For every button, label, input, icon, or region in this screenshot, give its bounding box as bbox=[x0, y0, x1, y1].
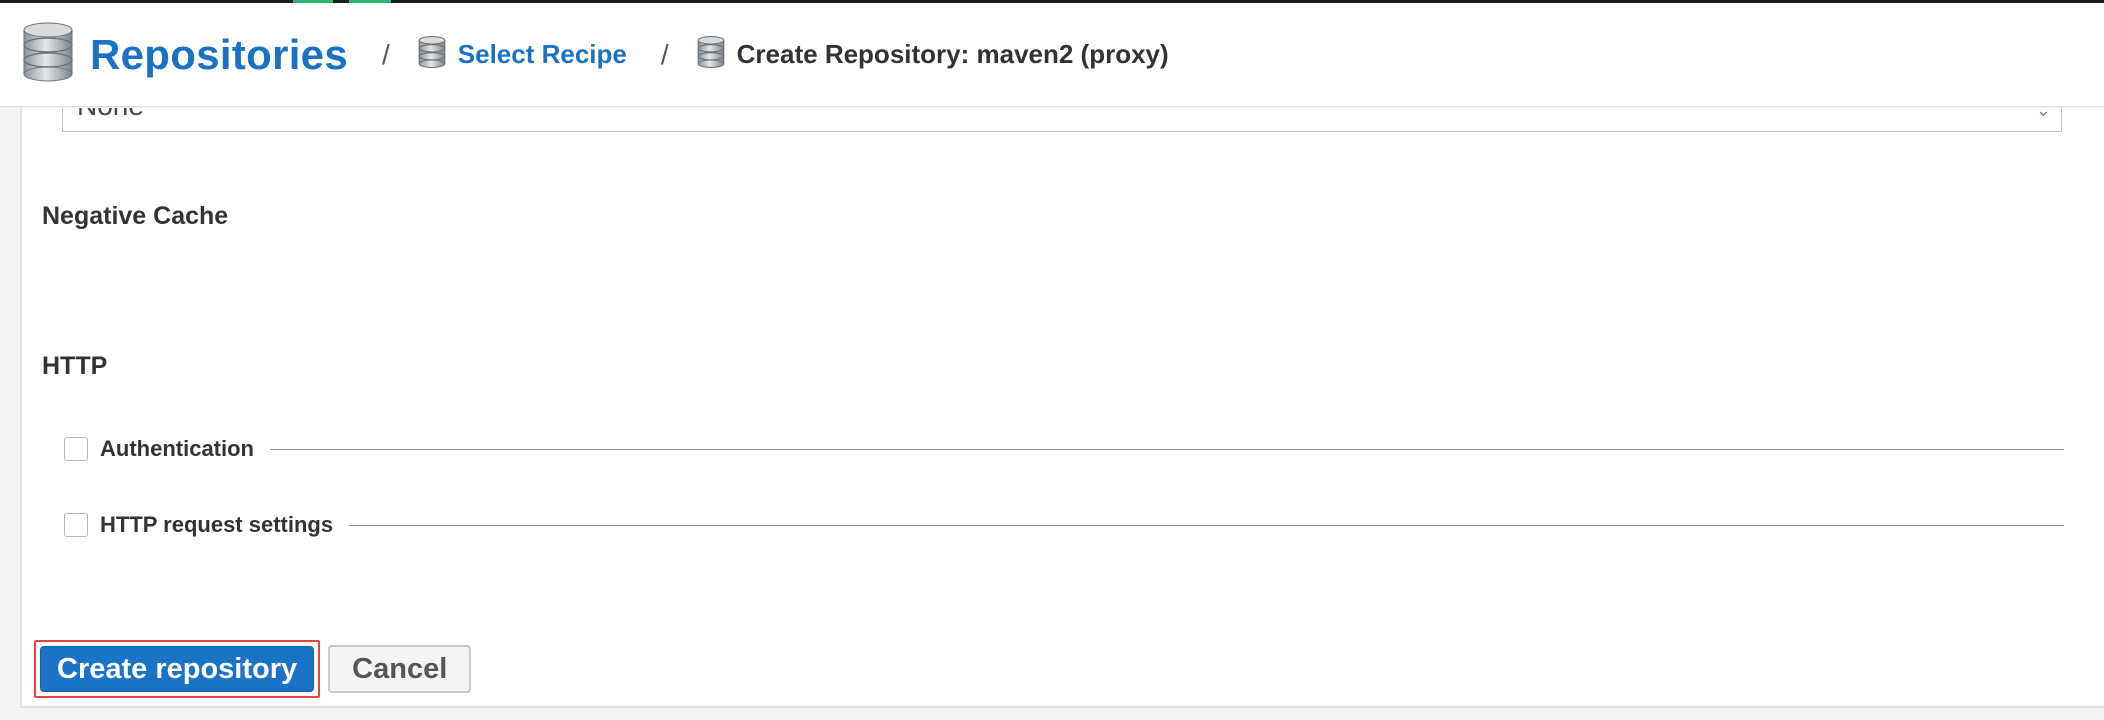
tab-accent bbox=[293, 0, 333, 3]
authentication-fieldset: Authentication bbox=[64, 434, 2064, 464]
create-repository-button[interactable]: Create repository bbox=[40, 646, 315, 692]
http-request-settings-checkbox[interactable] bbox=[64, 513, 88, 537]
breadcrumb-select-recipe[interactable]: Select Recipe bbox=[418, 36, 627, 73]
breadcrumb-root[interactable]: Repositories bbox=[22, 22, 348, 87]
form-actions: Create repository Cancel bbox=[34, 640, 472, 698]
form-panel: None ⌄ Negative Cache HTTP Authenticatio… bbox=[20, 108, 2104, 708]
authentication-checkbox[interactable] bbox=[64, 437, 88, 461]
authentication-label[interactable]: Authentication bbox=[100, 436, 254, 461]
tab-accent bbox=[349, 0, 391, 3]
breadcrumb-current: Create Repository: maven2 (proxy) bbox=[697, 36, 1169, 73]
breadcrumb-separator: / bbox=[382, 38, 390, 70]
database-icon bbox=[418, 36, 446, 73]
page-title[interactable]: Repositories bbox=[90, 30, 348, 78]
fieldset-divider bbox=[349, 524, 2064, 526]
fieldset-divider bbox=[270, 448, 2064, 450]
http-request-settings-fieldset: HTTP request settings bbox=[64, 510, 2064, 540]
page-header: Repositories / Select Recipe / Cre bbox=[0, 3, 2104, 107]
http-request-settings-label[interactable]: HTTP request settings bbox=[100, 512, 334, 537]
chevron-down-icon: ⌄ bbox=[2035, 108, 2051, 120]
http-section-title: HTTP bbox=[42, 352, 108, 380]
database-icon bbox=[22, 22, 74, 87]
cancel-button[interactable]: Cancel bbox=[328, 645, 472, 693]
breadcrumb-item-label: Create Repository: maven2 (proxy) bbox=[736, 39, 1169, 69]
routing-rule-select[interactable]: None ⌄ bbox=[62, 108, 2062, 132]
select-value: None bbox=[77, 108, 144, 122]
breadcrumb-separator: / bbox=[660, 38, 669, 70]
highlight-frame: Create repository bbox=[34, 640, 321, 698]
database-icon bbox=[697, 36, 725, 73]
top-bar bbox=[0, 0, 2104, 3]
breadcrumb-item-label[interactable]: Select Recipe bbox=[457, 39, 627, 69]
negative-cache-title: Negative Cache bbox=[42, 202, 229, 230]
